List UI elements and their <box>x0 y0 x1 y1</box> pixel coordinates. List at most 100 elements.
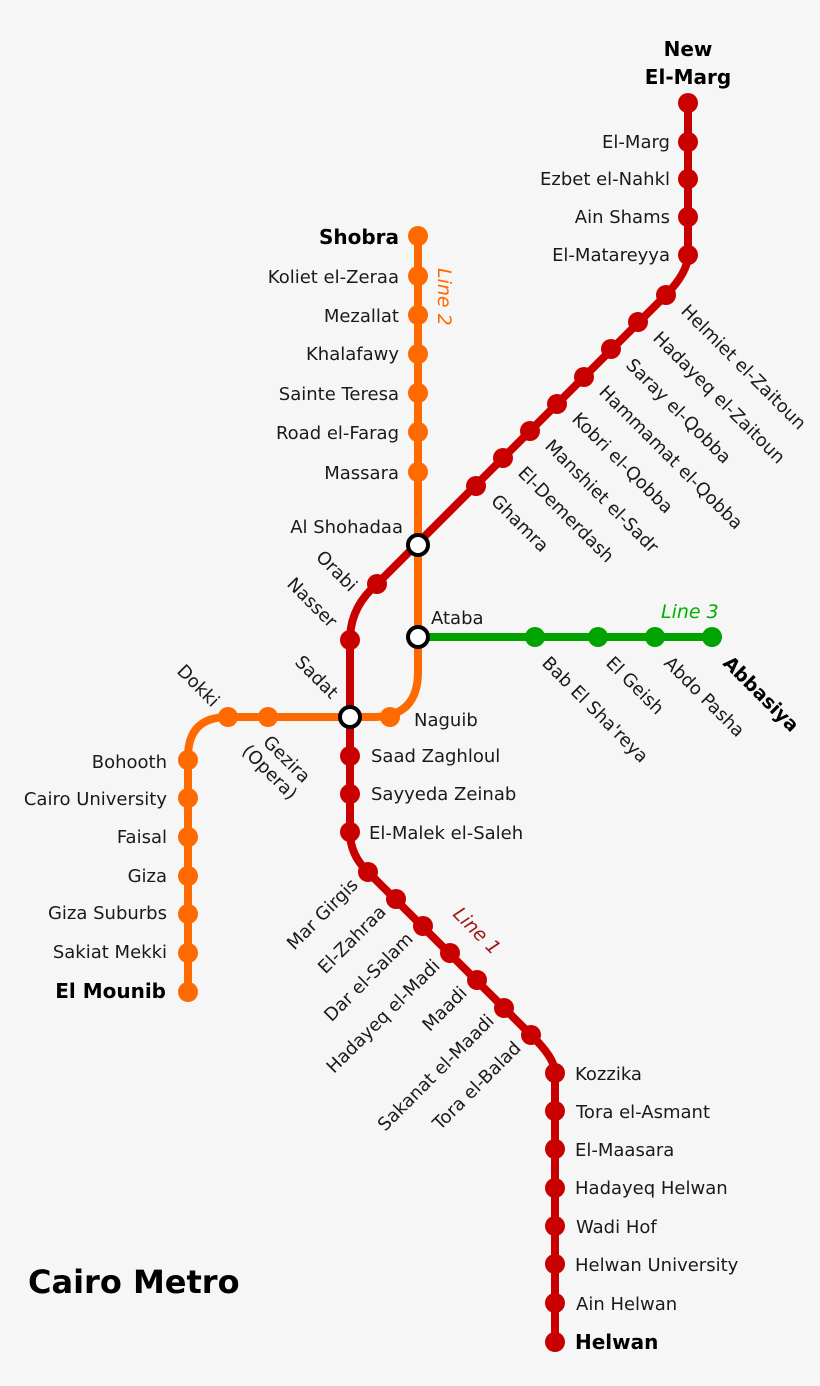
label-ataba: Ataba <box>431 608 484 629</box>
station-sakanat-el-maadi[interactable] <box>494 998 514 1018</box>
station-giza[interactable] <box>178 866 198 886</box>
line-3-stations <box>525 627 722 647</box>
label-helwan-university: Helwan University <box>575 1255 739 1276</box>
station-sayyeda-zeinab[interactable] <box>340 784 360 804</box>
label-el-geish: El Geish <box>601 653 667 719</box>
label-ezbet-el-nahkl: Ezbet el-Nahkl <box>540 169 670 190</box>
interchange-sadat[interactable] <box>338 705 362 729</box>
label-naguib: Naguib <box>414 710 478 731</box>
station-el-demerdash[interactable] <box>493 448 513 468</box>
station-ezbet-el-nahkl[interactable] <box>678 169 698 189</box>
station-shobra[interactable] <box>408 226 428 246</box>
station-manshiet-el-sadr[interactable] <box>520 421 540 441</box>
label-new-el-marg-line1: New <box>664 37 713 61</box>
station-faisal[interactable] <box>178 827 198 847</box>
label-ain-helwan: Ain Helwan <box>576 1294 677 1315</box>
label-mezallat: Mezallat <box>324 306 399 327</box>
label-bohooth: Bohooth <box>92 752 167 773</box>
label-ain-shams: Ain Shams <box>575 207 670 228</box>
label-giza: Giza <box>128 866 167 887</box>
label-koliet-el-zeraa: Koliet el-Zeraa <box>268 267 399 288</box>
label-orabi: Orabi <box>311 547 361 597</box>
line-2-stations <box>178 226 428 1002</box>
label-sainte-teresa: Sainte Teresa <box>279 384 399 405</box>
station-massara[interactable] <box>408 462 428 482</box>
station-helwan[interactable] <box>545 1332 565 1352</box>
station-kobri-el-qobba[interactable] <box>547 394 567 414</box>
label-maadi: Maadi <box>418 983 471 1036</box>
station-giza-suburbs[interactable] <box>178 904 198 924</box>
station-saray-el-qobba[interactable] <box>601 339 621 359</box>
label-giza-suburbs: Giza Suburbs <box>48 903 167 924</box>
label-dokki: Dokki <box>172 661 223 712</box>
label-shobra: Shobra <box>319 225 399 249</box>
label-faisal: Faisal <box>117 827 167 848</box>
station-hadayeq-el-madi[interactable] <box>440 943 460 963</box>
station-ain-helwan[interactable] <box>545 1293 565 1313</box>
station-el-mounib[interactable] <box>178 982 198 1002</box>
station-dokki[interactable] <box>218 707 238 727</box>
station-dar-el-salam[interactable] <box>413 916 433 936</box>
station-new-el-marg[interactable] <box>678 93 698 113</box>
station-tora-el-asmant[interactable] <box>545 1101 565 1121</box>
station-abdo-pasha[interactable] <box>645 627 665 647</box>
line-2-track <box>184 232 422 996</box>
station-helwan-university[interactable] <box>545 1254 565 1274</box>
station-orabi[interactable] <box>367 574 387 594</box>
label-el-maasara: El-Maasara <box>575 1140 674 1161</box>
label-el-mounib: El Mounib <box>55 979 166 1003</box>
label-sadat: Sadat <box>290 652 342 704</box>
label-wadi-hof: Wadi Hof <box>576 1217 657 1238</box>
station-el-malek-el-saleh[interactable] <box>340 822 360 842</box>
station-cairo-university[interactable] <box>178 788 198 808</box>
station-bab-el-shareya[interactable] <box>525 627 545 647</box>
station-hammamat-el-qobba[interactable] <box>574 367 594 387</box>
station-hadayeq-helwan[interactable] <box>545 1178 565 1198</box>
label-kozzika: Kozzika <box>575 1064 642 1085</box>
station-el-geish[interactable] <box>588 627 608 647</box>
label-new-el-marg-line2: El-Marg <box>645 65 731 89</box>
station-gezira[interactable] <box>258 707 278 727</box>
label-sayyeda-zeinab: Sayyeda Zeinab <box>371 784 516 805</box>
label-bab-el-shareya: Bab El Sha'reya <box>537 653 652 768</box>
interchange-al-shohadaa[interactable] <box>406 533 430 557</box>
label-saad-zaghloul: Saad Zaghloul <box>371 746 500 767</box>
station-el-zahraa[interactable] <box>386 889 406 909</box>
label-el-marg: El-Marg <box>602 132 670 153</box>
station-helmiet-el-zaitoun[interactable] <box>656 285 676 305</box>
line-1-stations <box>340 93 698 1352</box>
label-sakiat-mekki: Sakiat Mekki <box>53 942 167 963</box>
station-maadi[interactable] <box>467 970 487 990</box>
station-mezallat[interactable] <box>408 305 428 325</box>
label-hadayeq-helwan: Hadayeq Helwan <box>575 1178 728 1199</box>
station-sainte-teresa[interactable] <box>408 383 428 403</box>
station-ghamra[interactable] <box>466 476 486 496</box>
station-ain-shams[interactable] <box>678 207 698 227</box>
station-naguib[interactable] <box>380 707 400 727</box>
station-koliet-el-zeraa[interactable] <box>408 266 428 286</box>
label-al-shohadaa: Al Shohadaa <box>290 517 403 538</box>
station-el-marg[interactable] <box>678 132 698 152</box>
interchanges <box>338 533 430 729</box>
label-tora-el-asmant: Tora el-Asmant <box>575 1102 710 1123</box>
station-el-maasara[interactable] <box>545 1139 565 1159</box>
label-cairo-university: Cairo University <box>24 789 167 810</box>
label-helwan: Helwan <box>575 1330 658 1354</box>
station-tora-el-balad[interactable] <box>521 1025 541 1045</box>
station-road-el-farag[interactable] <box>408 422 428 442</box>
station-saad-zaghloul[interactable] <box>340 746 360 766</box>
station-el-matareyya[interactable] <box>678 245 698 265</box>
station-hadayeq-el-zaitoun[interactable] <box>628 312 648 332</box>
station-mar-girgis[interactable] <box>358 862 378 882</box>
station-wadi-hof[interactable] <box>545 1216 565 1236</box>
label-el-demerdash: El-Demerdash <box>513 463 617 567</box>
station-sakiat-mekki[interactable] <box>178 943 198 963</box>
station-abbasiya[interactable] <box>702 627 722 647</box>
label-el-malek-el-saleh: El-Malek el-Saleh <box>369 823 523 844</box>
station-kozzika[interactable] <box>545 1063 565 1083</box>
station-nasser[interactable] <box>340 630 360 650</box>
interchange-ataba[interactable] <box>406 625 430 649</box>
station-khalafawy[interactable] <box>408 344 428 364</box>
station-bohooth[interactable] <box>178 750 198 770</box>
